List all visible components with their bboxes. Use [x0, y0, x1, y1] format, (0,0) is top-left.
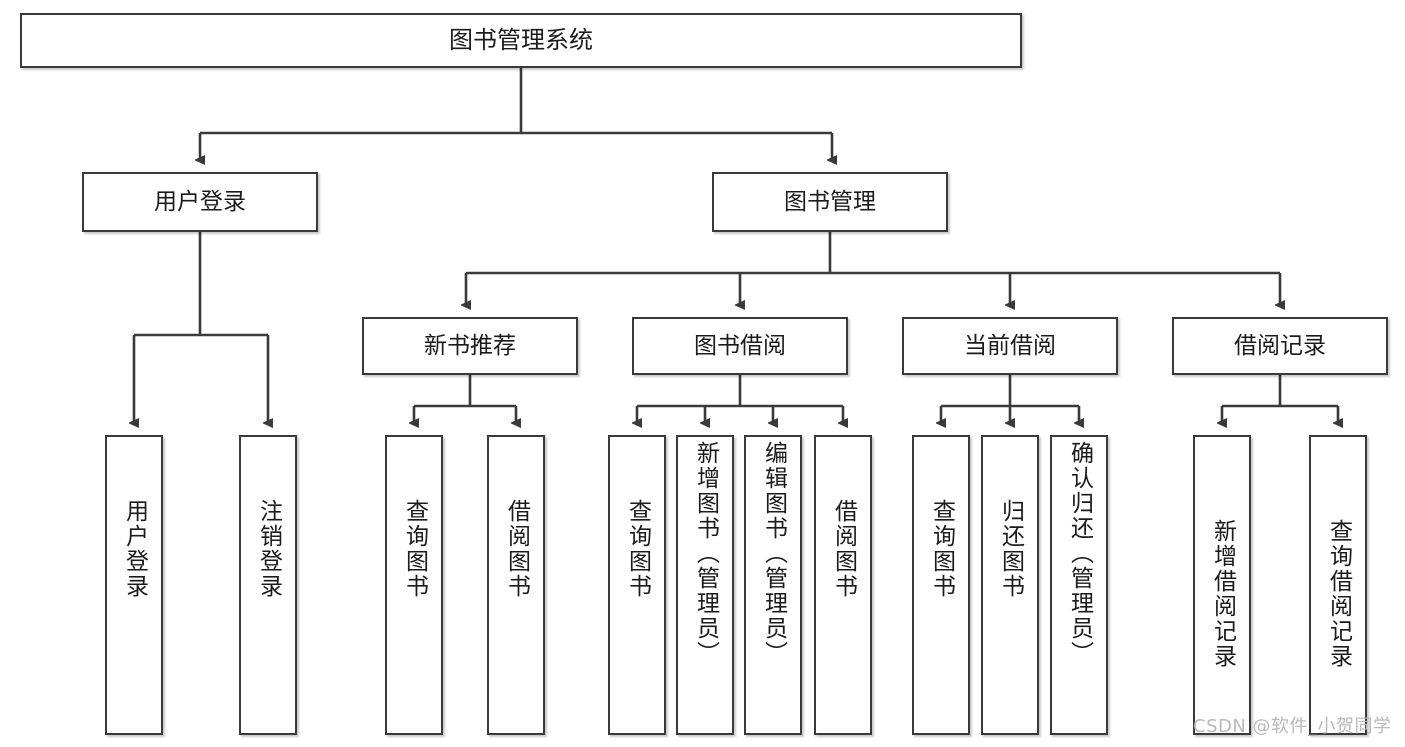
- node-leaf-query-book-recommend[interactable]: 查询图书: [385, 435, 443, 735]
- node-leaf-user-logout[interactable]: 注销登录: [239, 435, 297, 735]
- node-label: 当前借阅: [964, 332, 1056, 359]
- node-label: 查询图书: [928, 499, 955, 599]
- node-label: 借阅图书: [830, 499, 857, 599]
- node-book-management[interactable]: 图书管理: [712, 172, 948, 232]
- node-book-borrow[interactable]: 图书借阅: [632, 317, 848, 375]
- node-leaf-add-book-admin[interactable]: 新增图书（管理员）: [676, 435, 734, 735]
- node-label: 新增图书（管理员）: [692, 441, 719, 666]
- csdn-watermark: CSDN @软件_小贺同学: [1193, 716, 1392, 737]
- node-leaf-query-borrow-record[interactable]: 查询借阅记录: [1309, 435, 1367, 735]
- node-new-book-recommend[interactable]: 新书推荐: [362, 317, 578, 375]
- node-label: 注销登录: [255, 499, 282, 599]
- node-leaf-query-book-current[interactable]: 查询图书: [912, 435, 970, 735]
- node-label: 新书推荐: [424, 332, 516, 359]
- node-label: 确认归还（管理员）: [1066, 441, 1093, 666]
- node-root-book-management-system[interactable]: 图书管理系统: [20, 13, 1022, 68]
- node-label: 查询借阅记录: [1325, 519, 1352, 669]
- node-label: 用户登录: [154, 188, 246, 215]
- node-leaf-query-book-borrow[interactable]: 查询图书: [608, 435, 666, 735]
- node-current-borrow[interactable]: 当前借阅: [902, 317, 1118, 375]
- node-label: 借阅记录: [1234, 332, 1326, 359]
- node-leaf-return-book[interactable]: 归还图书: [981, 435, 1039, 735]
- node-leaf-edit-book-admin[interactable]: 编辑图书（管理员）: [744, 435, 802, 735]
- node-label: 新增借阅记录: [1209, 519, 1236, 669]
- node-label: 查询图书: [624, 499, 651, 599]
- node-leaf-add-borrow-record[interactable]: 新增借阅记录: [1193, 435, 1251, 735]
- node-label: 图书管理系统: [449, 25, 593, 54]
- node-label: 图书管理: [784, 188, 876, 215]
- node-label: 图书借阅: [694, 332, 786, 359]
- node-label: 借阅图书: [503, 499, 530, 599]
- node-leaf-borrow-book-recommend[interactable]: 借阅图书: [487, 435, 545, 735]
- node-label: 归还图书: [997, 499, 1024, 599]
- node-label: 编辑图书（管理员）: [760, 441, 787, 666]
- node-borrow-record[interactable]: 借阅记录: [1172, 317, 1388, 375]
- node-leaf-user-login[interactable]: 用户登录: [105, 435, 163, 735]
- node-label: 查询图书: [401, 499, 428, 599]
- node-leaf-borrow-book[interactable]: 借阅图书: [814, 435, 872, 735]
- node-user-login[interactable]: 用户登录: [82, 172, 318, 232]
- node-leaf-confirm-return-admin[interactable]: 确认归还（管理员）: [1050, 435, 1108, 735]
- node-label: 用户登录: [121, 499, 148, 599]
